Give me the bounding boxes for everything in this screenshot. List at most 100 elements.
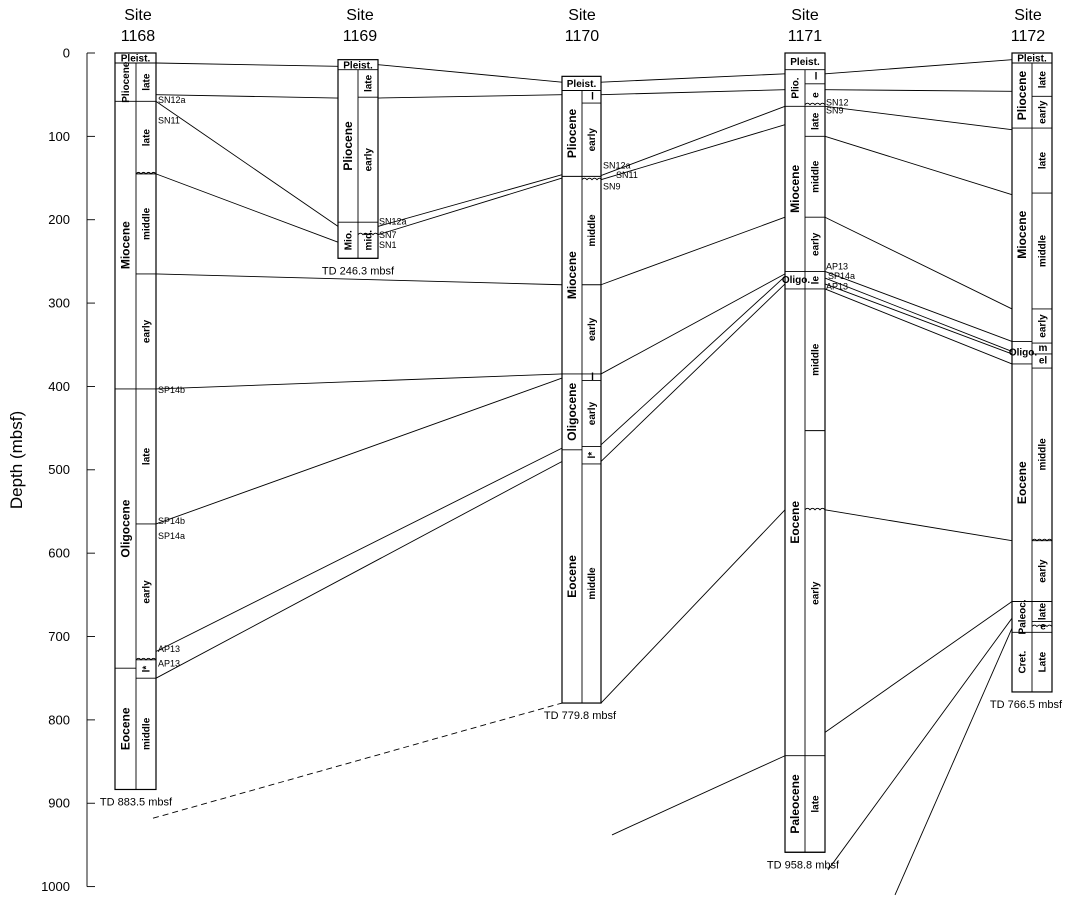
site-number: 1168 (121, 28, 156, 45)
correlation-line (155, 94, 339, 99)
biozone-label: SN11 (158, 116, 180, 126)
subepoch-label: e (811, 92, 822, 98)
site-column-1168 (114, 52, 157, 791)
epoch-label: Oligo. (1009, 347, 1038, 358)
unconformity-mark (1031, 624, 1053, 628)
depth-tick-label: 300 (48, 296, 70, 311)
correlation-line (894, 628, 1013, 896)
correlation-line (600, 216, 786, 286)
correlation-line (824, 59, 1013, 75)
correlation-line (600, 276, 786, 446)
total-depth-label: TD 766.5 mbsf (990, 699, 1063, 711)
biozone-label: SN11 (616, 170, 638, 180)
correlation-line (155, 461, 563, 679)
correlation-line (155, 100, 339, 227)
subepoch-label: early (587, 317, 598, 341)
site-number: 1172 (1011, 28, 1046, 45)
epoch-label: Miocene (1015, 210, 1029, 258)
site-column-1170 (561, 75, 603, 704)
site-header-label: Site (346, 7, 374, 24)
correlation-line (600, 89, 786, 96)
subepoch-label: middle (811, 343, 822, 376)
correlation-line (377, 177, 563, 236)
subepoch-label: early (1038, 559, 1049, 583)
total-depth-label: TD 883.5 mbsf (100, 796, 173, 808)
biozone-label: AP13 (826, 262, 848, 272)
site-number: 1169 (343, 28, 378, 45)
unconformity-mark (804, 102, 826, 106)
correlation-line (824, 601, 1013, 733)
subepoch-label: middle (587, 214, 598, 247)
biozone-label: SP14a (828, 271, 855, 281)
subepoch-label: Late (1038, 651, 1049, 672)
correlation-line (824, 270, 1013, 342)
correlation-line (824, 509, 1013, 542)
epoch-label: Pliocene (121, 61, 132, 103)
epoch-label: Pliocene (1015, 71, 1029, 121)
subepoch-label: late (1038, 71, 1049, 89)
epoch-label: Miocene (565, 251, 579, 299)
epoch-label: Eocene (1015, 461, 1029, 504)
correlation-line (155, 377, 563, 525)
unconformity-mark (357, 232, 379, 236)
subepoch-label: early (587, 128, 598, 152)
unconformity-mark (581, 177, 603, 181)
subepoch-label: l (591, 91, 594, 102)
correlation-line (600, 73, 786, 83)
epoch-label: Oligocene (119, 499, 133, 557)
biozone-label: AP13 (158, 658, 180, 668)
subepoch-label: middle (1038, 234, 1049, 267)
correlation-line (824, 216, 1013, 310)
correlation-line (155, 447, 563, 652)
subepoch-label: early (1038, 100, 1049, 124)
epoch-label: Plio. (791, 77, 802, 98)
subepoch-label: l* (142, 666, 153, 673)
biozone-label: SN1 (379, 240, 397, 250)
biozone-label: SN12a (158, 95, 186, 105)
epoch-label: Miocene (119, 221, 133, 269)
column-outline (114, 52, 157, 791)
biozone-label: SN12a (603, 161, 631, 171)
subepoch-label: e (1040, 622, 1046, 633)
correlation-line (155, 62, 339, 67)
correlation-line-dashed (152, 702, 563, 819)
correlation-line (155, 373, 563, 390)
correlation-line (377, 64, 563, 83)
subepoch-label: mid. (364, 230, 375, 251)
subepoch-label: early (587, 401, 598, 425)
epoch-label: Pleist. (567, 79, 597, 90)
biozone-label: SP14b (158, 385, 185, 395)
subepoch-label: late (142, 447, 153, 465)
depth-tick-label: 900 (48, 796, 70, 811)
correlation-line (824, 105, 1013, 131)
correlation-line (155, 173, 339, 243)
epoch-label: Eocene (565, 555, 579, 598)
column-outline (561, 75, 602, 704)
epoch-label: Paleoc. (1018, 599, 1029, 634)
biozone-label: AP13 (158, 644, 180, 654)
site-header-label: Site (568, 7, 596, 24)
subepoch-label: late (1038, 602, 1049, 620)
biozone-label: SN9 (826, 106, 844, 116)
biozone-label: SN9 (603, 182, 621, 192)
epoch-label: Pleist. (790, 57, 820, 68)
subepoch-label: middle (811, 160, 822, 193)
biozone-label: AP13 (826, 282, 848, 292)
epoch-label: Oligocene (565, 383, 579, 441)
total-depth-label: TD 958.8 mbsf (767, 859, 840, 871)
subepoch-label: middle (1038, 438, 1049, 471)
epoch-label: Pleist. (343, 60, 373, 71)
epoch-label: Cret. (1018, 651, 1029, 674)
subepoch-label: el (1039, 356, 1048, 367)
depth-tick-label: 600 (48, 546, 70, 561)
epoch-label: Pliocene (565, 108, 579, 158)
depth-tick-label: 400 (48, 379, 70, 394)
site-number: 1171 (788, 28, 823, 45)
total-depth-label: TD 779.8 mbsf (544, 710, 617, 722)
correlation-line (824, 277, 1013, 352)
site-header-label: Site (124, 7, 152, 24)
depth-axis-label: Depth (mbsf) (7, 411, 26, 509)
correlation-line (377, 174, 563, 227)
subepoch-label: m (1039, 343, 1048, 354)
subepoch-label: middle (142, 717, 153, 750)
